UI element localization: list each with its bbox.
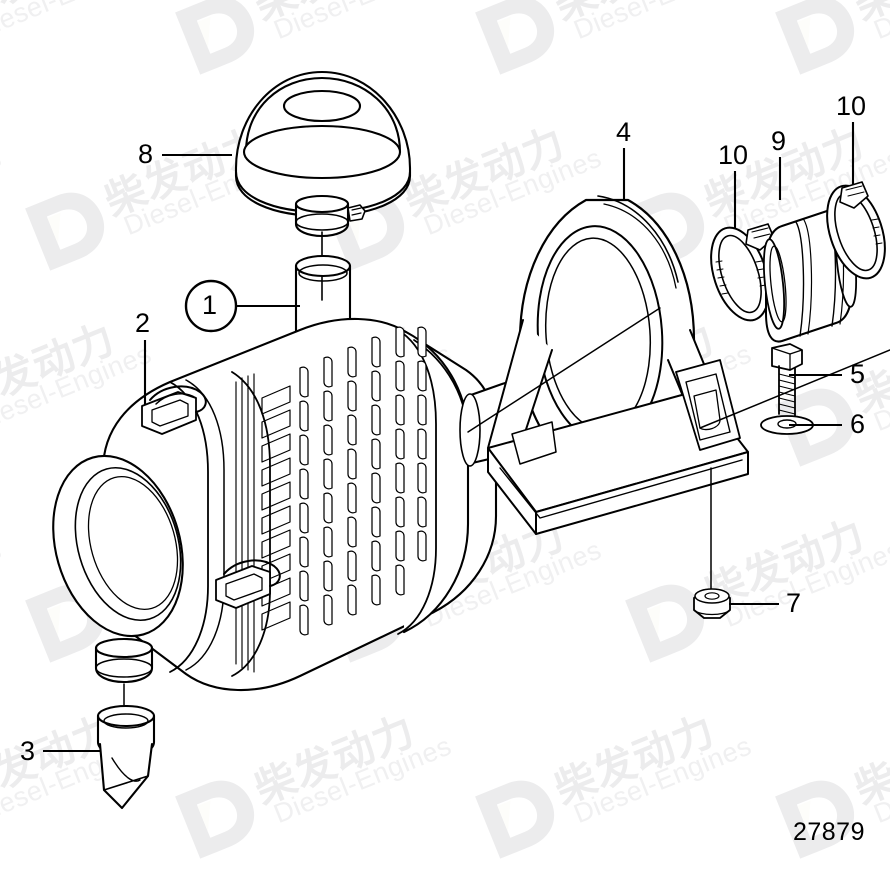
callout-label-2: 2 xyxy=(135,308,151,338)
callout-label-1: 1 xyxy=(202,290,218,320)
pre-cleaner-louver-section xyxy=(231,326,437,677)
part-3-dust-ejector-valve xyxy=(94,637,156,810)
callout-label-8: 8 xyxy=(138,139,154,169)
callout-label-7: 7 xyxy=(786,588,802,618)
callout-label-10-right: 10 xyxy=(836,91,867,121)
callout-label-5: 5 xyxy=(850,359,866,389)
part-4-mounting-bracket xyxy=(487,195,749,535)
callout-label-9: 9 xyxy=(771,126,787,156)
drawing-number: 27879 xyxy=(792,818,865,846)
part-10b-hose-clamp xyxy=(826,181,886,280)
callout-label-6: 6 xyxy=(850,409,866,439)
callout-label-4: 4 xyxy=(616,117,632,147)
callout-label-10-left: 10 xyxy=(718,140,749,170)
callout-label-3: 3 xyxy=(20,736,36,766)
